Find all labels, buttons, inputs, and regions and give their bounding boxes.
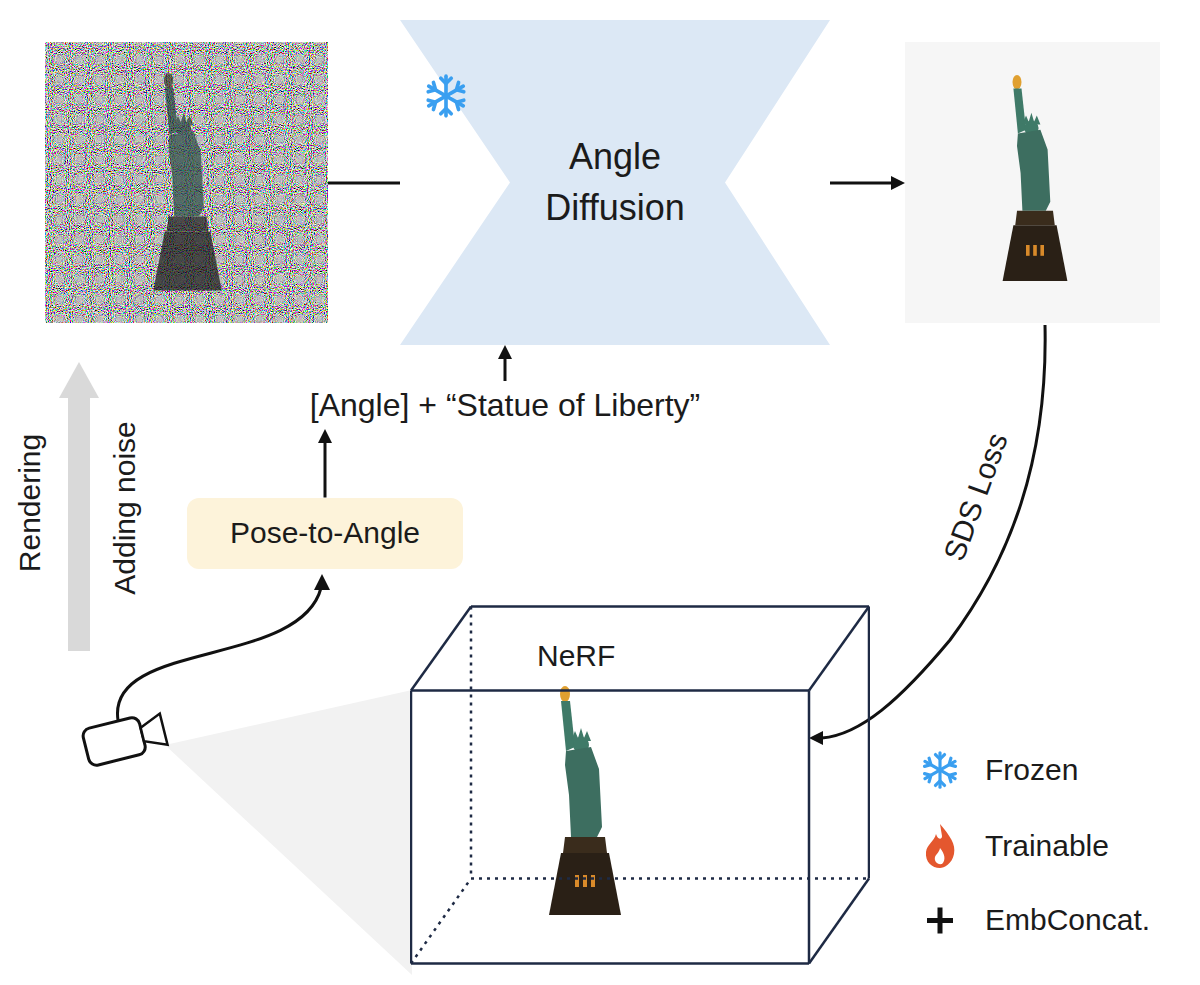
legend-text: EmbConcat. [985, 903, 1150, 936]
cube-edge [411, 962, 809, 965]
cube-edge [411, 689, 809, 692]
legend-text: Frozen [985, 753, 1078, 786]
camera-frustum [165, 690, 412, 975]
cube-outline [410, 605, 870, 965]
node-text: NeRF [537, 639, 615, 672]
cube-hidden-edge [411, 879, 471, 964]
node-text: Pose-to-Angle [230, 516, 420, 550]
cube-hidden-edge [471, 877, 869, 880]
label-holder: Adding noise [107, 421, 143, 594]
legend-row: Trainable [985, 826, 1109, 866]
frozen-icon [925, 753, 956, 788]
camera-icon [81, 711, 168, 767]
process-arrow [59, 362, 99, 651]
frozen-icon [428, 76, 464, 116]
process-box: Pose-to-Angle [187, 498, 463, 569]
nerf-statue [549, 686, 621, 915]
label-holder: Rendering [12, 434, 48, 572]
arrow-head [498, 345, 512, 359]
process-label: Adding noise [108, 421, 141, 594]
nerf-volume: NeRF [410, 605, 870, 965]
process-label: Rendering [13, 434, 46, 572]
edge-label: [Angle] + “Statue of Liberty” [310, 387, 700, 423]
cube-edge [868, 607, 870, 879]
cube-edge [808, 691, 811, 964]
trainable-icon [926, 824, 954, 868]
cube-edge [410, 691, 412, 964]
node-text: Angle Diffusion [505, 132, 725, 233]
label-holder: [Angle] + “Statue of Liberty” [310, 385, 700, 425]
diffusion-model: Angle Diffusion [400, 20, 830, 345]
cube-edge [471, 605, 869, 608]
legend-row: EmbConcat. [985, 900, 1150, 940]
bowtie-fill [400, 20, 830, 345]
cube-edge [411, 607, 471, 691]
cube-edge [809, 607, 869, 691]
connector-line [324, 441, 327, 498]
cube-edge [809, 879, 869, 964]
connector-line [504, 357, 507, 381]
bowtie-shape [400, 20, 830, 345]
cube-hidden-edge [470, 607, 473, 879]
legend-text: Trainable [985, 829, 1109, 862]
legend-row: Frozen [985, 750, 1078, 790]
concat-icon [927, 908, 953, 934]
noisy-image [45, 42, 328, 323]
output-image [905, 42, 1160, 323]
arrow-head [318, 429, 332, 443]
